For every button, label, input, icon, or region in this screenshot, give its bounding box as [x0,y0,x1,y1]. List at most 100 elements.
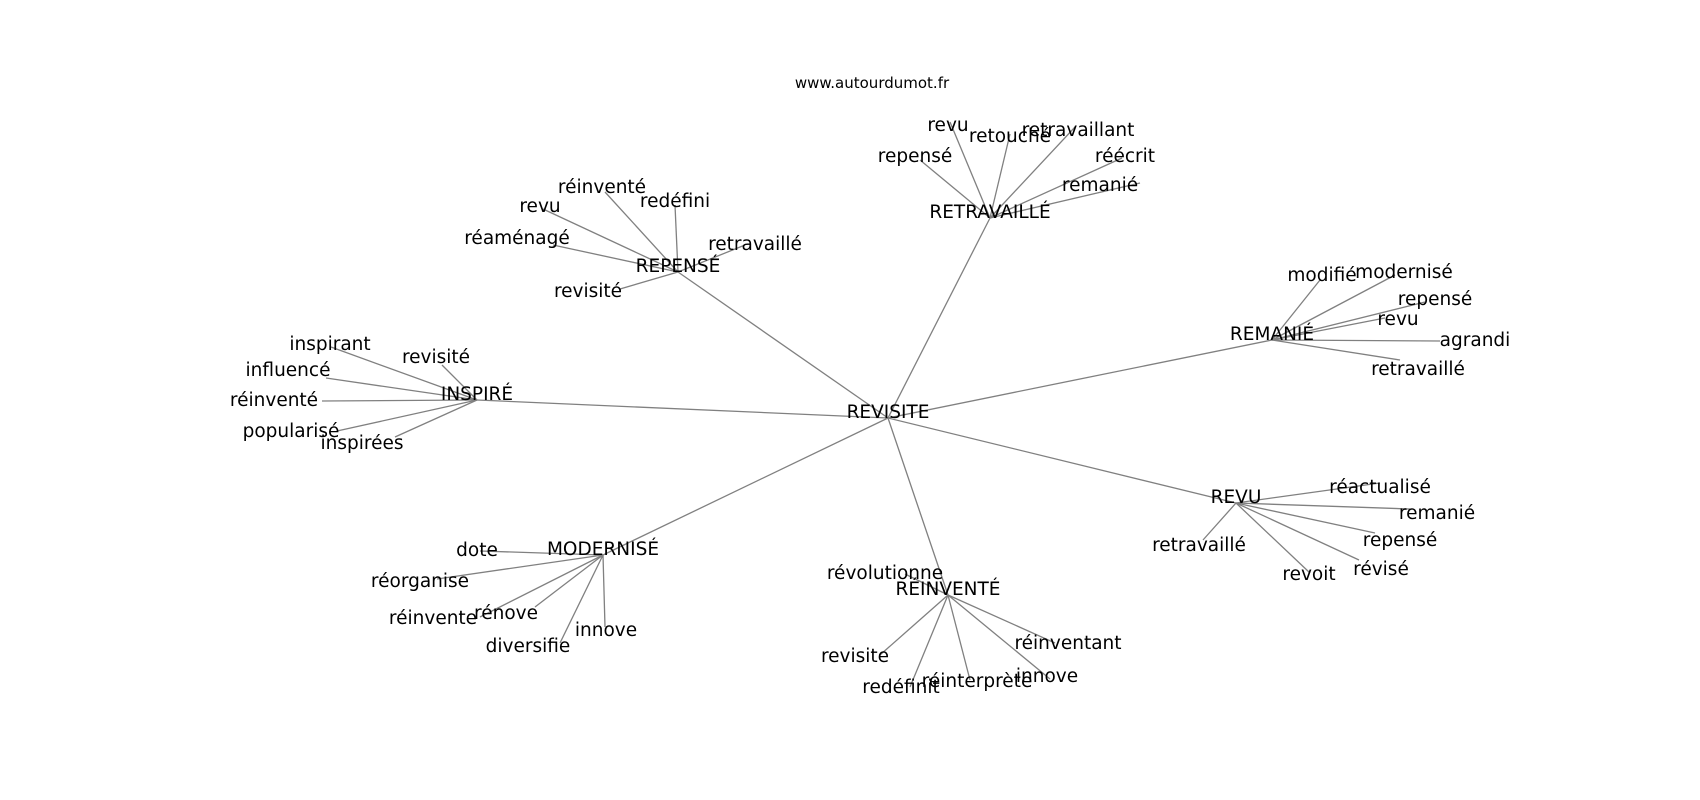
leaf-retravaille-repense[interactable]: repensé [878,146,952,167]
edge-root-remanie [887,339,1273,419]
edge-modernise-innove [602,554,606,628]
edge-remanie-repense [1271,301,1426,341]
leaf-retravaille-remanie[interactable]: remanié [1062,175,1138,196]
edge-retravaille-retravaillant [989,126,1076,219]
edge-root-revu [887,417,1237,504]
leaf-revu-revise[interactable]: révisé [1353,559,1409,580]
edge-inspire-inspirant [330,346,478,401]
edge-root-retravaille [887,217,991,419]
edge-retravaille-reecrit [989,157,1123,219]
leaf-revu-remanie[interactable]: remanié [1399,503,1475,524]
source-url: www.autourdumot.fr [795,74,950,92]
leaf-reinvente-reinterprete[interactable]: réinterprète [922,671,1033,692]
leaf-modernise-diversifie[interactable]: diversifie [486,636,571,657]
leaf-repense-revu[interactable]: revu [519,196,560,217]
node-revu[interactable]: REVU [1211,487,1262,508]
leaf-remanie-retravaille[interactable]: retravaillé [1371,359,1465,380]
edge-root-repense [677,271,889,419]
edge-retravaille-retouche [989,133,1011,219]
edge-modernise-diversifie [559,554,604,644]
leaf-reinvente-revisite[interactable]: revisite [821,646,889,667]
leaf-remanie-revu[interactable]: revu [1377,309,1418,330]
edge-reinvente-reinterprete [947,594,971,681]
leaf-repense-reamenage[interactable]: réaménagé [464,228,570,249]
leaf-revu-retravaille[interactable]: retravaillé [1152,535,1246,556]
leaf-remanie-agrandi[interactable]: agrandi [1440,330,1511,351]
leaf-modernise-renove[interactable]: rénove [474,603,538,624]
leaf-revu-revoit[interactable]: revoit [1282,564,1335,585]
leaf-inspire-reinvente[interactable]: réinventé [230,390,318,411]
edge-repense-retravaille [677,244,746,273]
leaf-inspire-inspirant[interactable]: inspirant [289,334,370,355]
leaf-modernise-reinvente[interactable]: réinvente [389,608,477,629]
node-modernise[interactable]: MODERNISÉ [547,538,659,560]
leaf-revu-reactualise[interactable]: réactualisé [1329,477,1431,498]
edge-revu-repense [1235,502,1376,534]
leaf-reinvente-innove[interactable]: innove [1016,666,1078,687]
edge-revu-remanie [1235,502,1411,510]
edge-reinvente-innove [947,594,1051,680]
leaf-repense-revisite[interactable]: revisité [554,281,622,302]
edge-inspire-inspirees [394,399,478,438]
edge-inspire-reinvente [321,399,478,402]
edge-repense-revisite [619,271,679,290]
leaf-modernise-reorganise[interactable]: réorganise [371,571,469,592]
edge-remanie-retravaille [1271,339,1401,361]
edge-inspire-revisite [441,364,478,401]
edge-retravaille-revu [949,121,991,219]
edge-revu-retravaille [1202,502,1237,541]
leaf-retravaille-reecrit[interactable]: réécrit [1095,146,1155,167]
node-remanie[interactable]: REMANIÉ [1230,323,1314,345]
node-repense[interactable]: REPENSÉ [636,255,721,277]
edge-retravaille-remanie [989,182,1141,219]
leaf-revu-repense[interactable]: repensé [1363,530,1437,551]
node-retravaille[interactable]: RETRAVAILLÉ [929,201,1050,223]
leaf-remanie-repense[interactable]: repensé [1398,289,1472,310]
edge-modernise-reinvente [479,554,604,618]
edge-revu-revise [1235,502,1360,561]
edge-remanie-agrandi [1271,339,1441,342]
edge-root-reinvente [887,417,949,596]
edge-repense-reinvente [604,191,679,273]
edge-modernise-dote [479,550,604,556]
leaf-remanie-modernise[interactable]: modernisé [1355,262,1453,283]
leaf-inspire-inspirees[interactable]: inspirées [321,433,404,454]
node-reinvente[interactable]: RÉINVENTÉ [895,578,1000,600]
edge-modernise-renove [534,554,604,608]
leaf-inspire-influence[interactable]: influencé [246,360,331,381]
edge-retravaille-repense [919,159,991,219]
edge-reinvente-reinventant [947,594,1056,644]
leaf-reinvente-reinventant[interactable]: réinventant [1014,633,1121,654]
leaf-inspire-revisite[interactable]: revisité [402,347,470,368]
leaf-repense-reinvente[interactable]: réinventé [558,177,646,198]
leaf-reinvente-revolutionne[interactable]: révolutionne [827,563,943,584]
edge-remanie-modifie [1271,279,1321,341]
root-node-revisite[interactable]: REVISITE [847,402,930,423]
leaf-modernise-innove[interactable]: innove [575,620,637,641]
edge-root-modernise [602,417,889,556]
graph-labels: www.autourdumot.fr REVISITE RETRAVAILLÉ r… [230,74,1510,698]
edge-reinvente-revolutionne [904,573,949,596]
edge-revu-reactualise [1235,482,1381,504]
leaf-retravaille-revu[interactable]: revu [927,115,968,136]
leaf-retravaille-retravaillant[interactable]: retravaillant [1022,120,1135,141]
leaf-repense-redefini[interactable]: redéfini [640,191,710,212]
node-inspire[interactable]: INSPIRÉ [441,383,513,405]
leaf-inspire-popularise[interactable]: popularisé [243,421,340,442]
edge-remanie-modernise [1271,274,1396,341]
edge-inspire-popularise [336,399,478,432]
edge-repense-reamenage [552,244,679,273]
edge-reinvente-redefinit [909,594,949,688]
leaf-retravaille-retouche[interactable]: retouché [969,126,1051,147]
leaf-modernise-dote[interactable]: dote [456,540,498,561]
edge-inspire-influence [325,377,478,401]
leaf-remanie-modifie[interactable]: modifié [1287,265,1356,286]
edge-modernise-reorganise [436,554,604,580]
leaf-reinvente-redefinit[interactable]: redéfinit [862,677,939,698]
edge-repense-revu [542,208,679,273]
edge-revu-revoit [1235,502,1311,574]
leaf-repense-retravaille[interactable]: retravaillé [708,234,802,255]
edge-remanie-revu [1271,317,1386,341]
edge-reinvente-revisite [879,594,949,656]
